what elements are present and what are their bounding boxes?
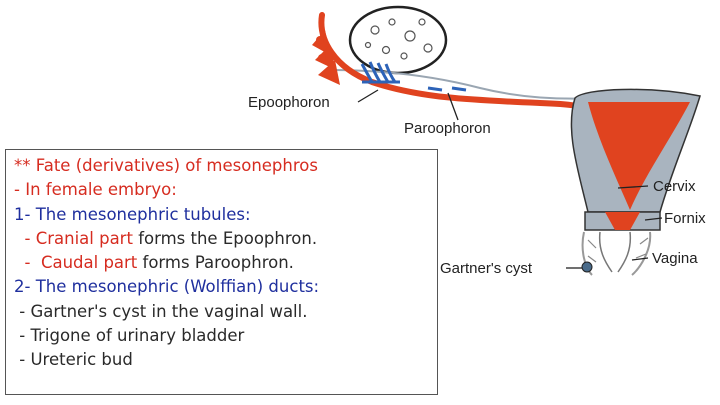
duct-item: - Trigone of urinary bladder — [14, 326, 245, 346]
caudal-part-line: - Caudal part forms Paroophron. — [14, 251, 437, 275]
caudal-part-rest: forms Paroophron. — [137, 253, 294, 273]
label-epoophoron: Epoophoron — [248, 94, 330, 111]
cranial-prefix: - — [14, 228, 36, 248]
caudal-part-term: Caudal part — [40, 253, 138, 273]
label-cervix: Cervix — [653, 178, 696, 195]
ducts-heading: 2- The mesonephric (Wolffian) ducts: — [14, 277, 320, 297]
label-fornix: Fornix — [664, 210, 706, 227]
cranial-part-rest: forms the Epoophron. — [132, 228, 318, 248]
duct-item: - Gartner's cyst in the vaginal wall. — [14, 301, 308, 321]
uterus — [570, 88, 701, 231]
notes-subtitle: - In female embryo: — [14, 180, 177, 200]
epoophoron-tubules — [360, 61, 400, 84]
notes-title: ** Fate (derivatives) of mesonephros — [14, 156, 318, 175]
cranial-part-term: Cranial part — [35, 228, 133, 248]
duct-item: - Ureteric bud — [14, 350, 133, 370]
vagina — [581, 231, 652, 276]
cranial-part-line: - Cranial part forms the Epoophron. — [14, 227, 437, 251]
caudal-prefix: - — [14, 253, 41, 273]
label-gartners-cyst: Gartner's cyst — [440, 260, 533, 277]
fimbriae — [312, 30, 340, 85]
gartners-cyst-marker — [581, 261, 593, 273]
label-paroophoron: Paroophoron — [404, 120, 491, 137]
leader-lines — [357, 89, 663, 269]
ovary — [348, 5, 448, 75]
tubules-heading: 1- The mesonephric tubules: — [14, 204, 251, 224]
uterine-tube — [318, 12, 598, 115]
label-vagina: Vagina — [652, 250, 698, 267]
paroophoron — [427, 86, 467, 92]
notes-box: ** Fate (derivatives) of mesonephros - I… — [5, 149, 438, 395]
